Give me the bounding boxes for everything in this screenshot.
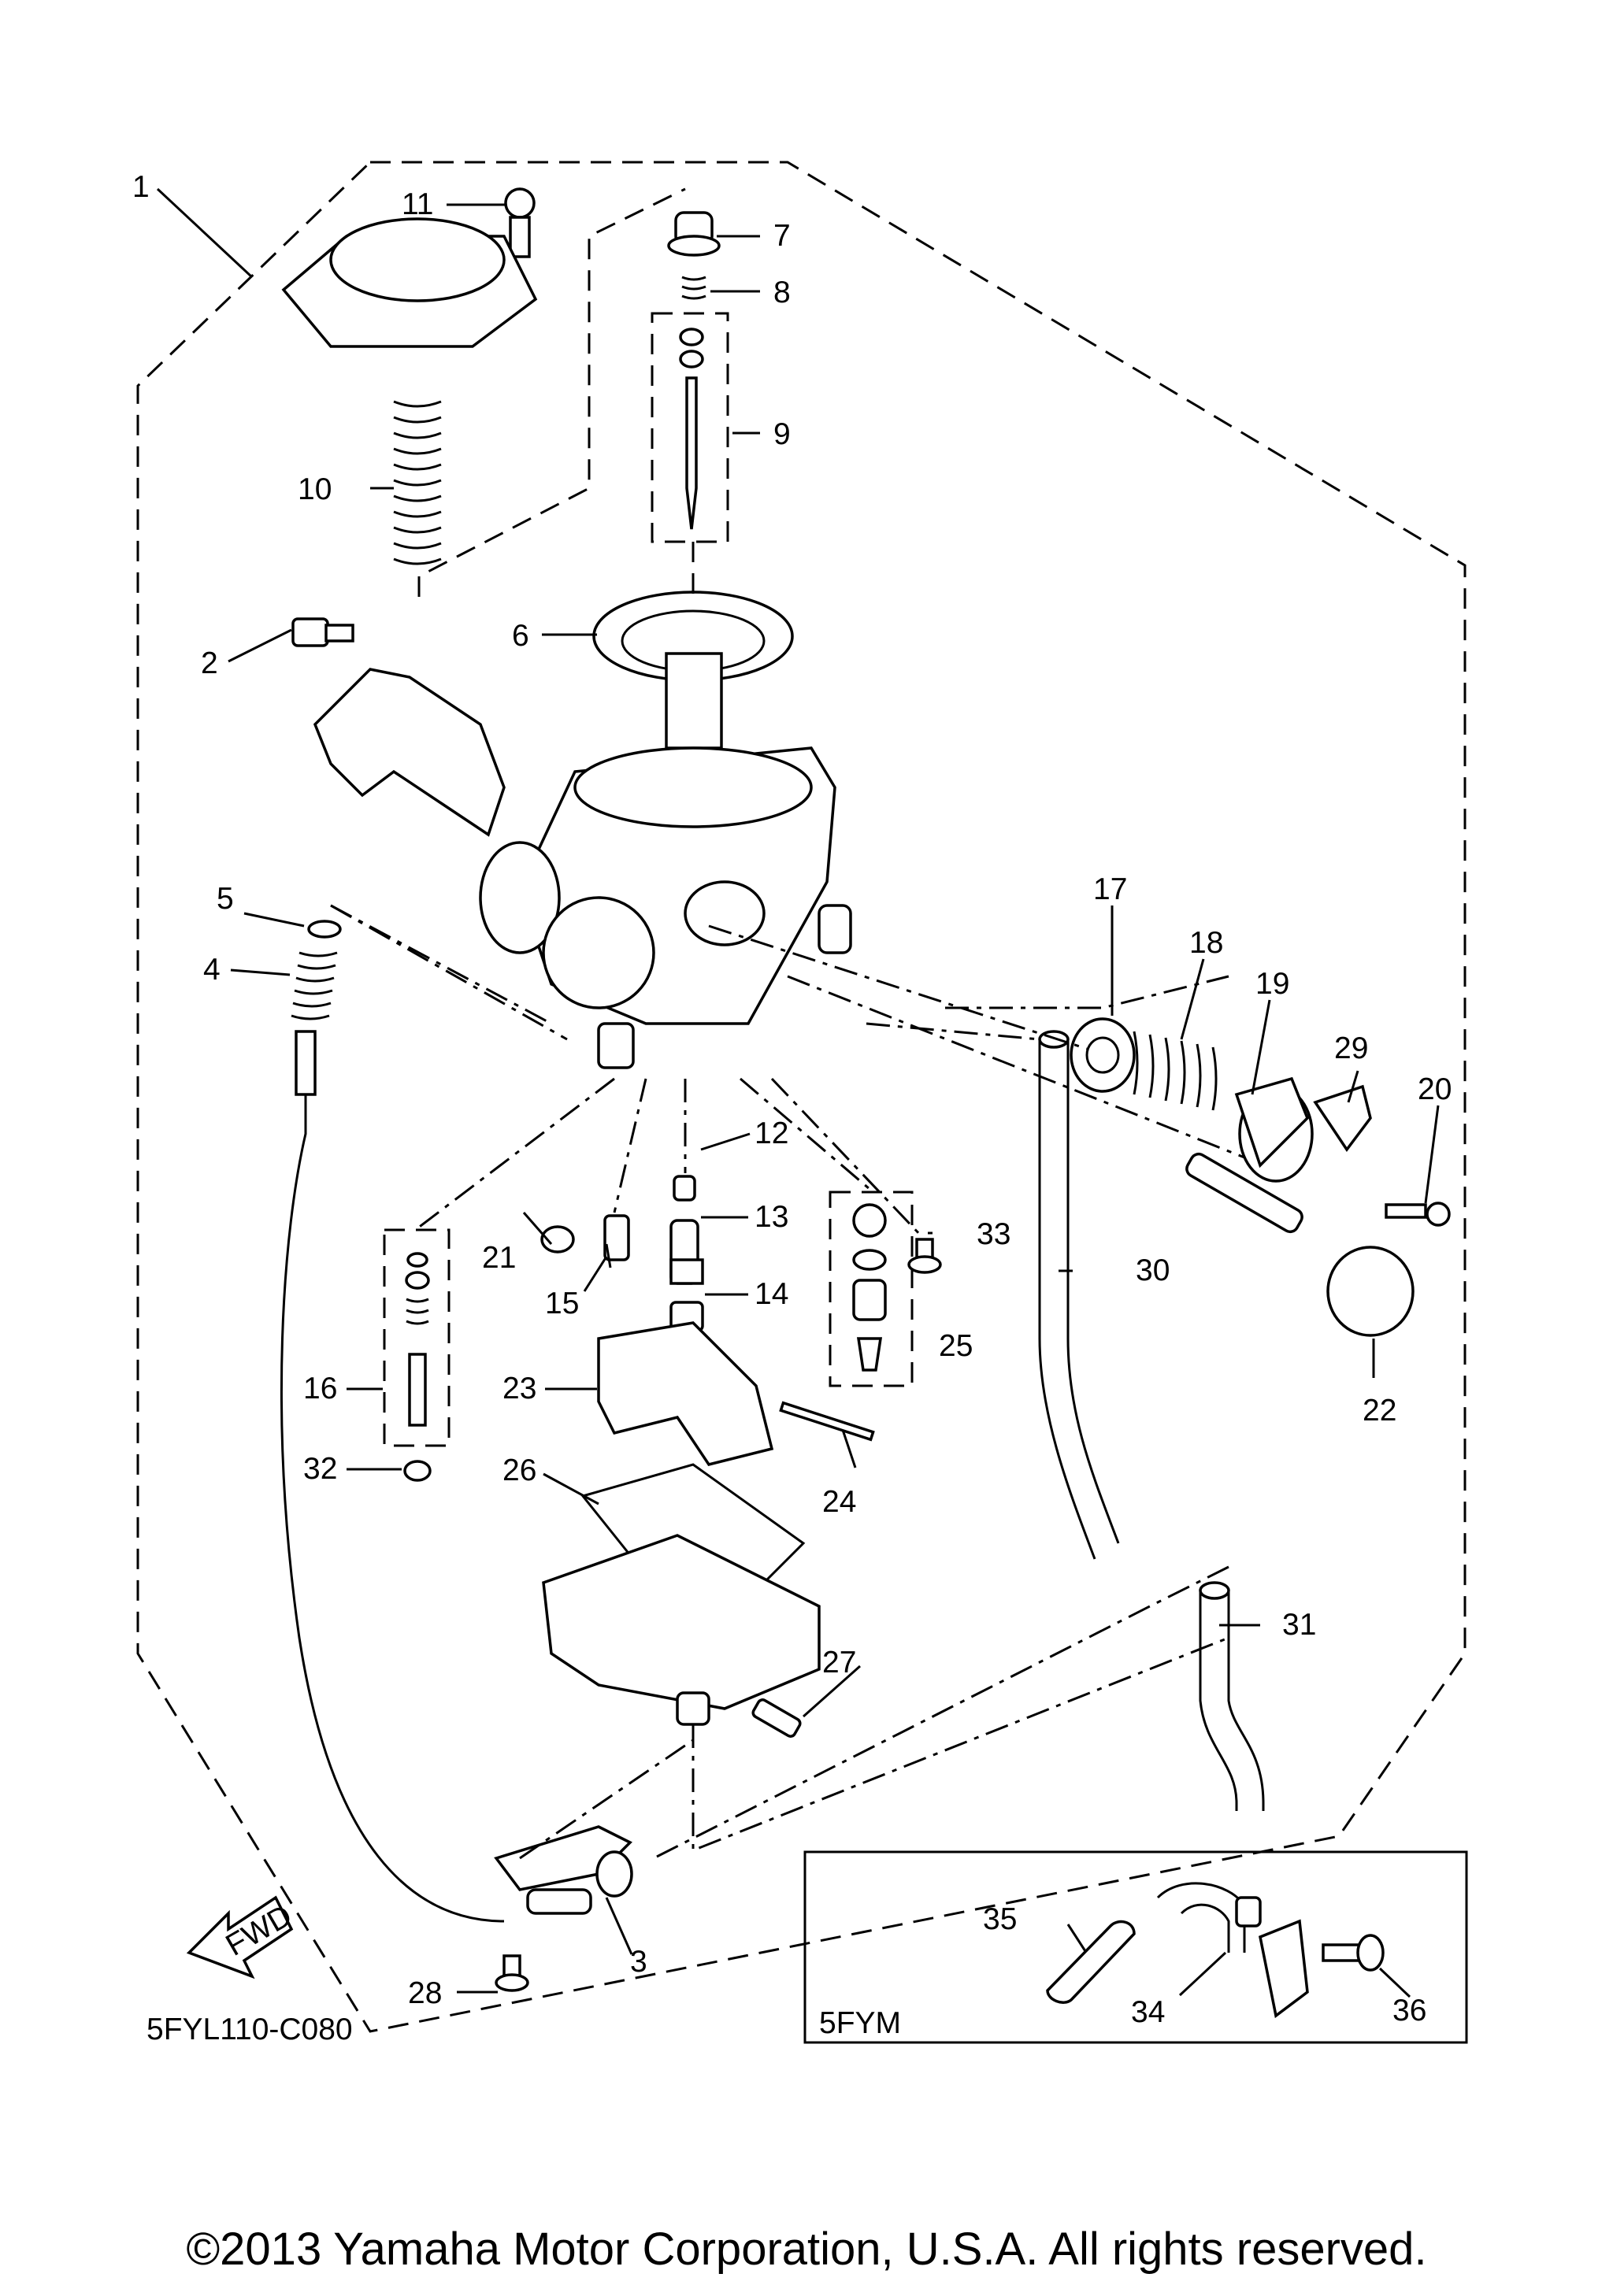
callout-4: 4 [203,953,221,987]
part-screw-11 [504,187,536,258]
part-plug-32 [403,1460,432,1482]
inset-box [803,1850,1468,2044]
copyright-notice: ©2013 Yamaha Motor Corporation, U.S.A. A… [186,2224,1426,2275]
callout-36: 36 [1392,1994,1426,2028]
callout-15: 15 [545,1287,579,1320]
part-needle-valve-25 [852,1203,887,1372]
callout-24: 24 [822,1485,856,1519]
part-cover-19 [1234,1076,1314,1183]
part-needle-9 [679,328,704,530]
callout-19: 19 [1255,967,1289,1001]
part-jets-12-14 [669,1175,704,1332]
part-pilot-screw-16 [405,1252,430,1427]
fwd-arrow-icon [186,1895,294,1979]
part-starter-22 [1185,1152,1415,1337]
group-box-25 [829,1191,914,1387]
callout-9: 9 [773,417,791,451]
part-valve-3 [494,1825,633,1915]
part-carburetor-body [479,746,852,1069]
leader-lines [156,187,1440,1998]
callout-3: 3 [630,1945,647,1979]
part-fitting-34 [1156,1882,1309,2019]
part-screw-27 [751,1698,802,1738]
group-box-16 [383,1228,451,1447]
callout-7: 7 [773,219,791,253]
callout-1: 1 [132,170,150,204]
part-spring-18 [1133,1031,1218,1111]
part-lever-29 [1313,1084,1372,1153]
part-bracket [313,668,506,837]
part-spring-4 [291,951,338,1020]
part-screw-33 [907,1238,942,1274]
part-throttle-cable [280,1039,505,1923]
part-screw-2 [291,617,354,647]
callout-20: 20 [1418,1072,1452,1106]
callout-26: 26 [502,1454,536,1487]
callout-5: 5 [217,882,234,916]
part-screw-28 [495,1954,529,1992]
part-washer-5 [307,920,342,939]
callout-6: 6 [512,619,529,653]
callout-8: 8 [773,276,791,309]
part-hose-30-end [1038,1030,1070,1049]
part-float-bowl [542,1534,821,1726]
part-plunger-17 [1070,1017,1136,1093]
part-pin-24 [779,1401,875,1442]
callout-13: 13 [755,1200,788,1234]
callout-10: 10 [298,472,332,506]
callout-21: 21 [482,1241,516,1275]
callout-35: 35 [983,1902,1017,1936]
group-box-9 [651,312,729,543]
part-screw-20 [1385,1202,1451,1227]
callout-22: 22 [1363,1394,1396,1428]
callout-17: 17 [1093,872,1127,906]
callout-2: 2 [201,646,218,680]
callout-12: 12 [755,1117,788,1150]
part-hose-31-end [1199,1581,1230,1600]
assembly-boundary [136,161,1467,2033]
callout-16: 16 [303,1372,337,1405]
callout-18: 18 [1189,926,1223,960]
callout-31: 31 [1282,1608,1316,1642]
callout-28: 28 [408,1976,442,2010]
callout-33: 33 [977,1217,1010,1251]
part-washer-21 [540,1225,575,1254]
part-spring-10 [393,400,442,565]
part-bolt-36 [1322,1934,1385,1972]
part-hose-30 [1038,1039,1120,1560]
callout-34: 34 [1131,1995,1165,2029]
callout-32: 32 [303,1452,337,1486]
callout-29: 29 [1334,1031,1368,1065]
part-jet-15 [603,1214,630,1261]
callout-23: 23 [502,1372,536,1405]
callout-25: 25 [939,1329,973,1363]
part-float-23 [597,1321,774,1466]
part-hose-35 [1046,1920,1136,2004]
part-hose-31 [1199,1591,1265,1811]
callout-30: 30 [1136,1254,1170,1287]
part-spring-8 [681,276,706,300]
inset-label: 5FYM [819,2006,901,2040]
part-diaphragm-6 [592,591,794,750]
part-cap-7 [667,211,721,257]
callout-14: 14 [755,1277,788,1311]
callout-27: 27 [822,1646,856,1679]
part-cable-end [295,1030,317,1096]
callout-11: 11 [402,187,434,221]
drawing-code: 5FYL110-C080 [146,2013,353,2046]
part-top-cover [281,217,538,348]
